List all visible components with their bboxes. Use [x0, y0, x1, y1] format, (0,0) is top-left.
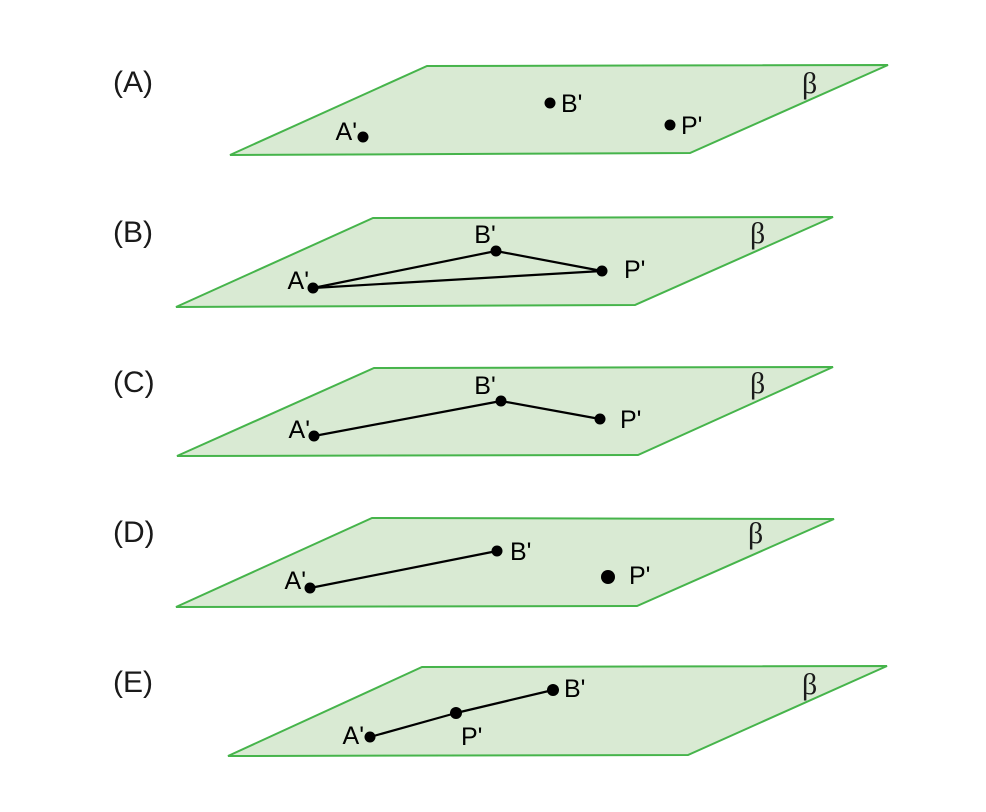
point-E-A-prime	[364, 731, 376, 743]
point-label-A-P-prime: P'	[681, 112, 702, 140]
panel-letter-B: (B)	[113, 216, 153, 249]
point-D-A-prime	[304, 582, 316, 594]
plane-B	[175, 216, 834, 308]
point-label-D-A-prime: A'	[285, 567, 306, 595]
panel-A: (A) βA' B' P'	[113, 64, 889, 156]
point-label-C-A-prime: A'	[289, 416, 310, 444]
segment-E-1	[455, 688, 554, 715]
panel-E: (E) βA' P' B'	[113, 665, 888, 757]
panel-letter-A: (A)	[113, 66, 153, 99]
point-A-P-prime	[664, 119, 676, 131]
beta-label-C: β	[750, 367, 765, 400]
point-label-E-P-prime: P'	[461, 723, 482, 751]
beta-label-A: β	[802, 67, 817, 100]
point-A-B-prime	[544, 97, 556, 109]
point-label-A-B-prime: B'	[561, 90, 582, 118]
point-label-A-A-prime: A'	[336, 118, 357, 146]
point-label-E-A-prime: A'	[343, 722, 364, 750]
point-D-B-prime	[491, 545, 503, 557]
segment-C-1	[500, 399, 601, 421]
segment-E-0	[369, 711, 457, 739]
point-label-C-B-prime: B'	[474, 372, 495, 400]
panel-C: (C) βA' B' P'	[113, 366, 834, 457]
point-A-A-prime	[357, 131, 369, 143]
point-label-E-B-prime: B'	[564, 675, 585, 703]
segment-B-0	[312, 249, 497, 290]
point-C-A-prime	[308, 430, 320, 442]
point-B-B-prime	[490, 245, 502, 257]
point-label-B-A-prime: A'	[288, 267, 309, 295]
point-label-D-P-prime: P'	[629, 562, 650, 590]
point-B-P-prime	[596, 265, 608, 277]
beta-label-E: β	[802, 668, 817, 701]
plane-A	[229, 64, 889, 156]
plane-C	[176, 366, 834, 457]
beta-label-B: β	[750, 217, 765, 250]
point-E-B-prime	[547, 684, 559, 696]
point-E-P-prime	[450, 707, 462, 719]
point-label-B-P-prime: P'	[624, 256, 645, 284]
point-label-B-B-prime: B'	[474, 221, 495, 249]
point-B-A-prime	[307, 282, 319, 294]
segment-B-2	[312, 269, 603, 290]
segment-D-0	[309, 549, 498, 590]
segment-B-1	[495, 249, 603, 273]
plane-D	[175, 516, 835, 608]
plane-E	[227, 665, 888, 757]
panel-B: (B) βA' B' P'	[113, 216, 834, 308]
beta-label-D: β	[748, 517, 763, 550]
point-label-D-B-prime: B'	[510, 538, 531, 566]
panel-letter-C: (C)	[113, 366, 155, 399]
point-C-B-prime	[495, 395, 507, 407]
point-D-P-prime	[601, 570, 615, 584]
panel-D: (D) βA' B' P'	[113, 516, 835, 608]
panel-letter-E: (E)	[113, 666, 153, 699]
point-label-C-P-prime: P'	[620, 406, 641, 434]
panel-letter-D: (D)	[113, 516, 155, 549]
point-C-P-prime	[594, 413, 606, 425]
segment-C-0	[313, 399, 502, 438]
